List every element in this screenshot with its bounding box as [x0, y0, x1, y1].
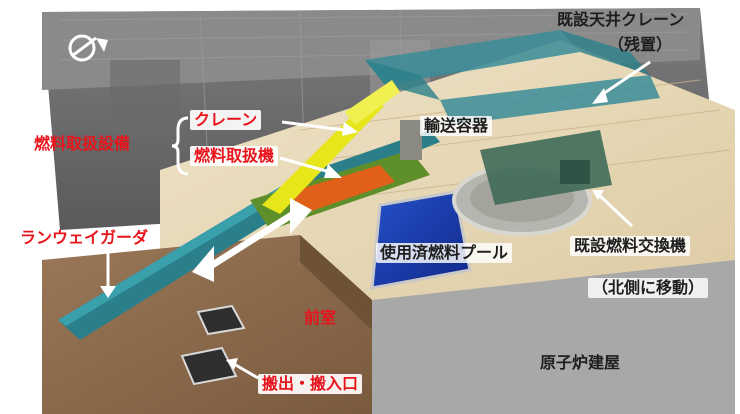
pointer-arrowhead [100, 286, 116, 298]
pointer-refueling [598, 194, 634, 228]
crane-boom [262, 98, 384, 214]
spent-fuel-pool [372, 192, 470, 288]
crane-label: クレーン [190, 110, 262, 130]
ceiling-crane-girder [440, 75, 660, 125]
wall-panel [110, 60, 180, 140]
fuel-handling-machine [280, 165, 395, 215]
refueling-machine-trolley [560, 160, 590, 184]
runway-girder-top [58, 175, 310, 326]
equipment-bracket [171, 116, 189, 176]
hatch-opening [196, 304, 246, 336]
ceiling-crane-label: 既設天井クレーン [557, 10, 685, 29]
pointer-arrowhead [226, 358, 238, 370]
pool-rim [370, 190, 472, 290]
transport-container [400, 120, 422, 160]
runway-girder [58, 175, 320, 340]
refueling-machine-label: 既設燃料交換機 [570, 236, 691, 256]
ceiling-crane-leg [365, 60, 440, 100]
spent-fuel-pool-label: 使用済燃料プール [376, 243, 513, 263]
anteroom-side [300, 235, 372, 330]
entrance-label: 搬出・搬入口 [258, 374, 363, 394]
pointer-arrowhead [592, 190, 604, 200]
reactor-building-roof [372, 260, 735, 414]
reactor-building-label: 原子炉建屋 [540, 353, 621, 372]
pointer-arrowhead [324, 164, 342, 178]
pointer-ceiling-crane [599, 60, 651, 98]
refueling-machine [480, 130, 612, 205]
anteroom-label: 前室 [304, 308, 337, 327]
ceiling-crane-leg [560, 30, 650, 75]
fuel-handling-equipment-label: 燃料取扱設備 [34, 134, 131, 153]
move-north-label: （北側に移動） [588, 278, 709, 298]
crane-boom-top [345, 80, 400, 125]
ceiling-crane-girder [365, 30, 580, 85]
pointer-entrance [233, 362, 259, 380]
travel-arrow [192, 198, 312, 282]
hatch-opening [180, 346, 238, 386]
pointer-arrowhead [592, 88, 608, 104]
north-arrow-icon [68, 34, 108, 62]
pointer-arrowhead [342, 122, 358, 136]
pointer-machine [279, 156, 331, 174]
ceiling-crane-note: （残置） [608, 35, 673, 54]
runway-girder-label: ランウェイガーダ [20, 228, 149, 247]
fuel-handling-machine-label: 燃料取扱機 [190, 146, 279, 166]
transport-container-label: 輸送容器 [420, 116, 493, 136]
pointer-crane [281, 120, 345, 132]
